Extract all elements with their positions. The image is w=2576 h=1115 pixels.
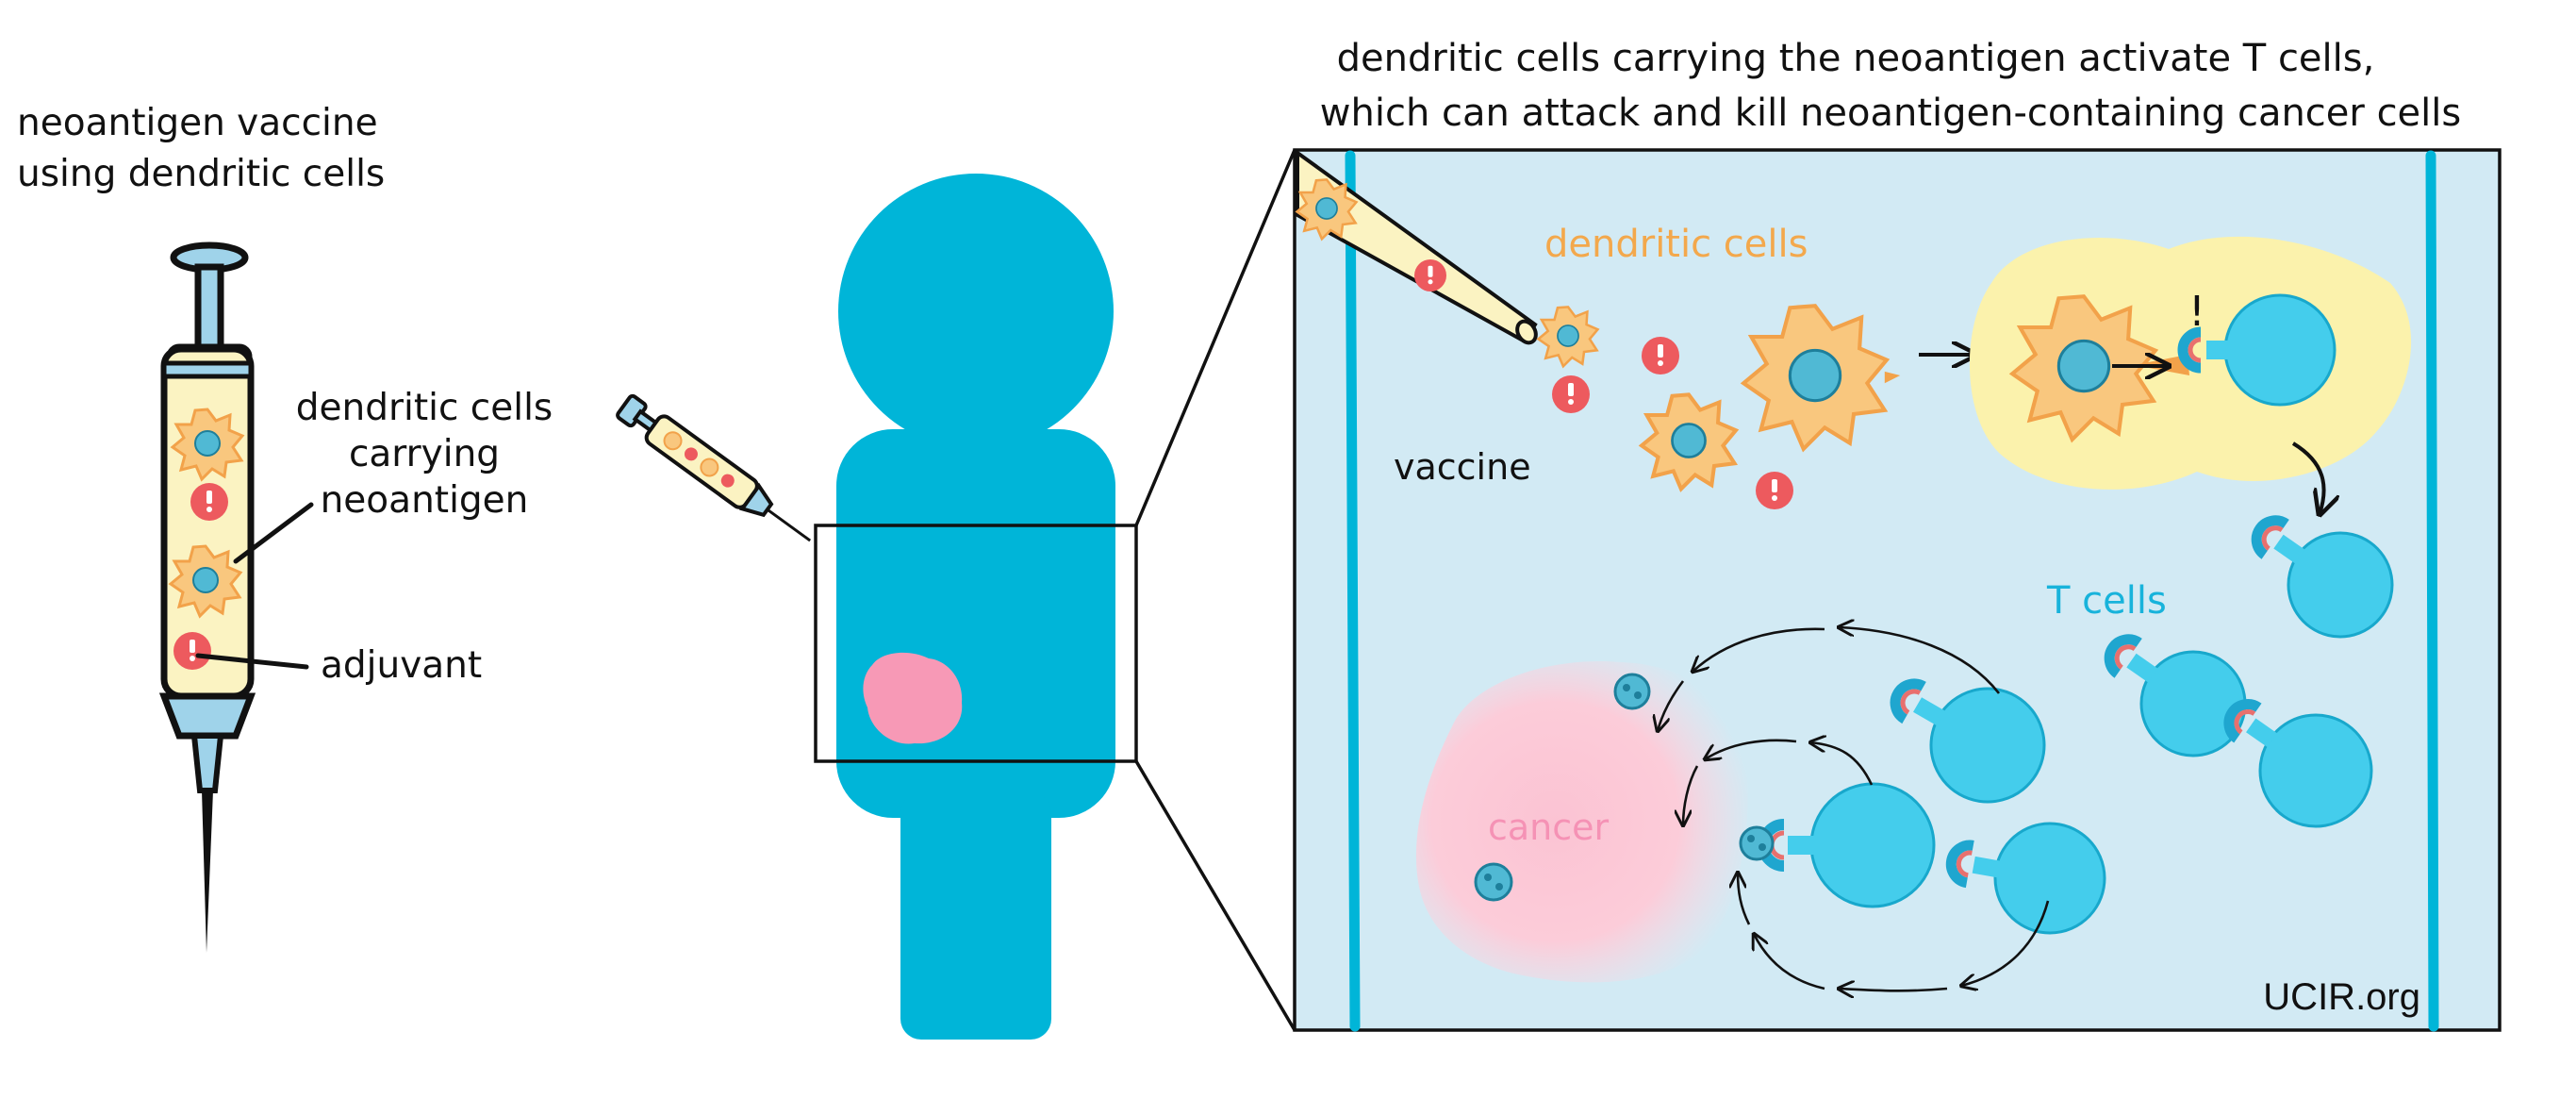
callout-dendritic-line3: neoantigen <box>321 479 529 522</box>
neoantigen-cluster-1 <box>1615 674 1649 708</box>
vessel-wall-left <box>1350 156 1355 1026</box>
adjuvant-in-syringe-2 <box>173 632 211 670</box>
syringe-needle <box>202 790 213 953</box>
left-title-line2: using dendritic cells <box>17 153 385 195</box>
adjuvant-released-1 <box>1642 337 1679 374</box>
callout-dendritic-line2: carrying <box>349 433 500 475</box>
zoom-line-bottom <box>1136 761 1295 1030</box>
vessel-wall-right <box>2431 156 2434 1026</box>
dendritic-cells-label: dendritic cells <box>1544 223 1808 266</box>
person-torso <box>836 429 1115 818</box>
callout-adjuvant: adjuvant <box>321 644 482 687</box>
zoom-line-top <box>1136 150 1295 525</box>
person-silhouette <box>816 174 1136 1040</box>
adjuvant-in-needle <box>1414 259 1446 291</box>
neoantigen-cluster-3 <box>1741 827 1773 859</box>
syringe-illustration <box>164 245 311 953</box>
vaccine-label: vaccine <box>1394 446 1531 488</box>
neoantigen-cluster-2 <box>1476 864 1511 900</box>
callout-dendritic-line1: dendritic cells <box>296 387 553 429</box>
adjuvant-in-syringe-1 <box>190 483 228 521</box>
adjuvant-released-3 <box>1756 472 1793 509</box>
ucir-watermark: UCIR.org <box>2263 976 2420 1018</box>
cancer-label: cancer <box>1488 807 1610 848</box>
syringe-hub <box>164 696 251 736</box>
top-caption-line1: dendritic cells carrying the neoantigen … <box>1337 37 2375 80</box>
top-caption-line2: which can attack and kill neoantigen-con… <box>1320 92 2461 135</box>
small-syringe <box>615 392 819 554</box>
person-head <box>838 174 1114 449</box>
barrel-top-band <box>164 363 251 376</box>
plunger-rod <box>198 267 221 357</box>
syringe-nozzle <box>194 736 221 790</box>
left-title-line1: neoantigen vaccine <box>17 102 378 144</box>
adjuvant-released-2 <box>1552 375 1590 413</box>
zoomed-panel: ! dendritic cells vaccine T cells <box>1295 150 2500 1030</box>
person-legs <box>900 792 1051 1040</box>
t-cells-label: T cells <box>2046 579 2167 623</box>
